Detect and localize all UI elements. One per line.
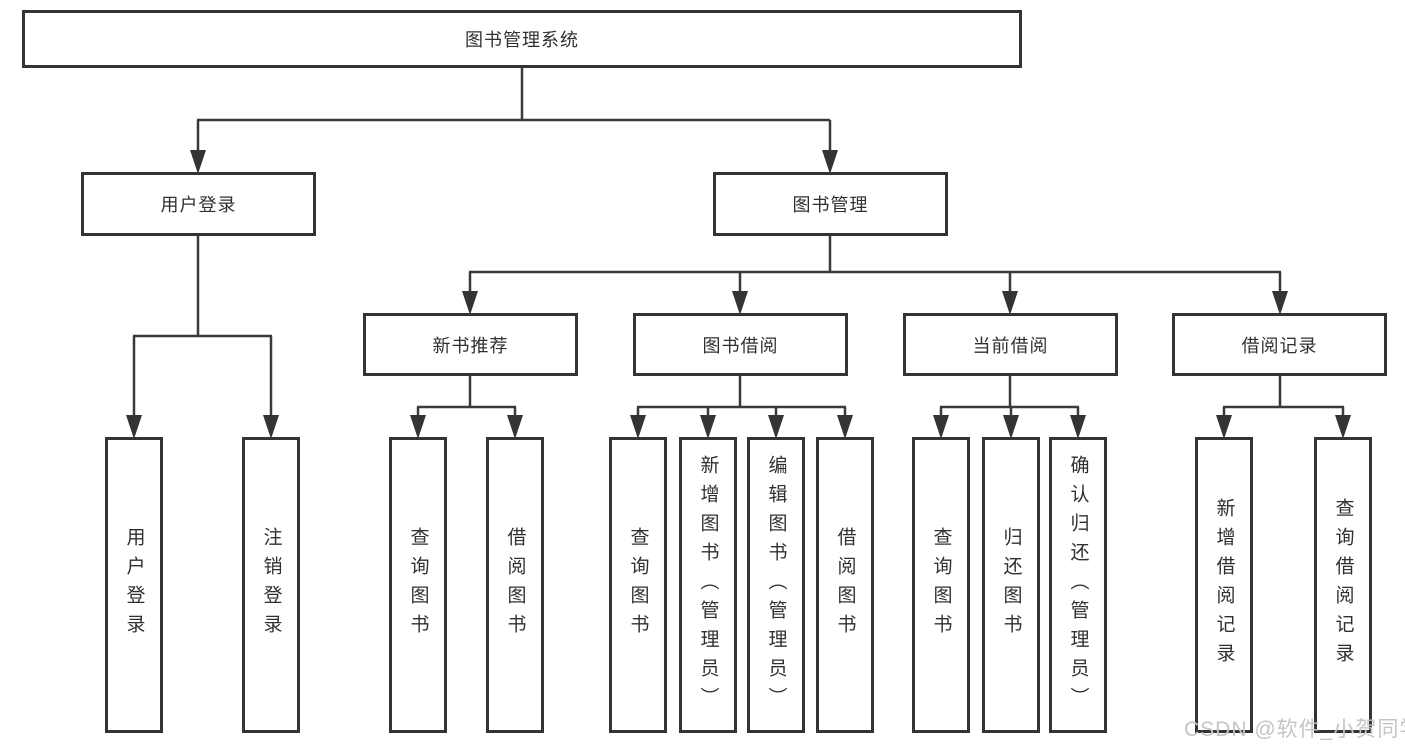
csdn-watermark: CSDN @软件_小贺同学 [1184, 718, 1405, 741]
arrow-down-icon [1070, 415, 1086, 439]
arrow-down-icon [700, 415, 716, 439]
edge-borrowrecords-to-children [1222, 376, 1345, 420]
edge-bookmgmt-to-level3 [468, 236, 1282, 296]
arrow-down-icon [126, 415, 142, 439]
node-borrow-records-label: 借阅记录 [1241, 335, 1318, 356]
node-current-borrow: 当前借阅 [903, 313, 1118, 376]
edge-currentborrow-to-children [939, 376, 1080, 420]
arrow-down-icon [837, 415, 853, 439]
leaf-add-books-admin-label: 新增图书（管理员） [697, 454, 719, 716]
node-new-book-recommend: 新书推荐 [363, 313, 578, 376]
node-book-borrow: 图书借阅 [633, 313, 848, 376]
leaf-query-books-1-label: 查询图书 [407, 527, 429, 643]
arrow-down-icon [507, 415, 523, 439]
arrow-down-icon [732, 291, 748, 315]
node-new-book-recommend-label: 新书推荐 [432, 335, 509, 356]
leaf-query-books-2-label: 查询图书 [627, 527, 649, 643]
leaf-logout-label: 注销登录 [260, 527, 282, 643]
edge-newbookrec-to-children [416, 376, 517, 420]
arrow-down-icon [263, 415, 279, 439]
leaf-add-borrow-record-label: 新增借阅记录 [1213, 498, 1235, 672]
arrow-down-icon [1335, 415, 1351, 439]
leaf-borrow-books-1-label: 借阅图书 [504, 527, 526, 643]
leaf-borrow-books-1: 借阅图书 [486, 437, 544, 733]
leaf-logout: 注销登录 [242, 437, 300, 733]
leaf-add-borrow-record: 新增借阅记录 [1195, 437, 1253, 733]
leaf-edit-books-admin-label: 编辑图书（管理员） [765, 454, 787, 716]
leaf-query-books-2: 查询图书 [609, 437, 667, 733]
leaf-edit-books-admin: 编辑图书（管理员） [747, 437, 805, 733]
arrow-down-icon [1002, 291, 1018, 315]
leaf-add-books-admin: 新增图书（管理员） [679, 437, 737, 733]
node-book-management-label: 图书管理 [792, 195, 869, 215]
leaf-query-borrow-record: 查询借阅记录 [1314, 437, 1372, 733]
node-book-management: 图书管理 [713, 172, 948, 236]
node-current-borrow-label: 当前借阅 [972, 335, 1049, 356]
arrow-down-icon [1272, 291, 1288, 315]
leaf-borrow-books-2: 借阅图书 [816, 437, 874, 733]
leaf-user-login-label: 用户登录 [123, 527, 145, 643]
node-user-login-label: 用户登录 [160, 195, 237, 215]
arrow-down-icon [1216, 415, 1232, 439]
leaf-borrow-books-2-label: 借阅图书 [834, 527, 856, 643]
node-book-borrow-label: 图书借阅 [702, 335, 779, 356]
node-user-login: 用户登录 [81, 172, 316, 236]
node-library-system: 图书管理系统 [22, 10, 1022, 68]
leaf-query-borrow-record-label: 查询借阅记录 [1332, 498, 1354, 672]
arrowheads [126, 150, 1351, 439]
leaf-query-books-3: 查询图书 [912, 437, 970, 733]
arrow-down-icon [462, 291, 478, 315]
arrow-down-icon [768, 415, 784, 439]
edge-root-to-level2 [196, 68, 832, 154]
edge-userlogin-to-children [132, 236, 273, 420]
arrow-down-icon [933, 415, 949, 439]
arrow-down-icon [822, 150, 838, 174]
arrow-down-icon [630, 415, 646, 439]
leaf-query-books-3-label: 查询图书 [930, 527, 952, 643]
leaf-confirm-return-admin: 确认归还（管理员） [1049, 437, 1107, 733]
leaf-confirm-return-admin-label: 确认归还（管理员） [1067, 454, 1089, 716]
leaf-return-books-label: 归还图书 [1000, 527, 1022, 643]
node-library-system-label: 图书管理系统 [465, 30, 579, 50]
node-borrow-records: 借阅记录 [1172, 313, 1387, 376]
arrow-down-icon [190, 150, 206, 174]
edge-bookborrow-to-children [636, 376, 847, 420]
leaf-return-books: 归还图书 [982, 437, 1040, 733]
leaf-user-login: 用户登录 [105, 437, 163, 733]
leaf-query-books-1: 查询图书 [389, 437, 447, 733]
arrow-down-icon [1003, 415, 1019, 439]
arrow-down-icon [410, 415, 426, 439]
